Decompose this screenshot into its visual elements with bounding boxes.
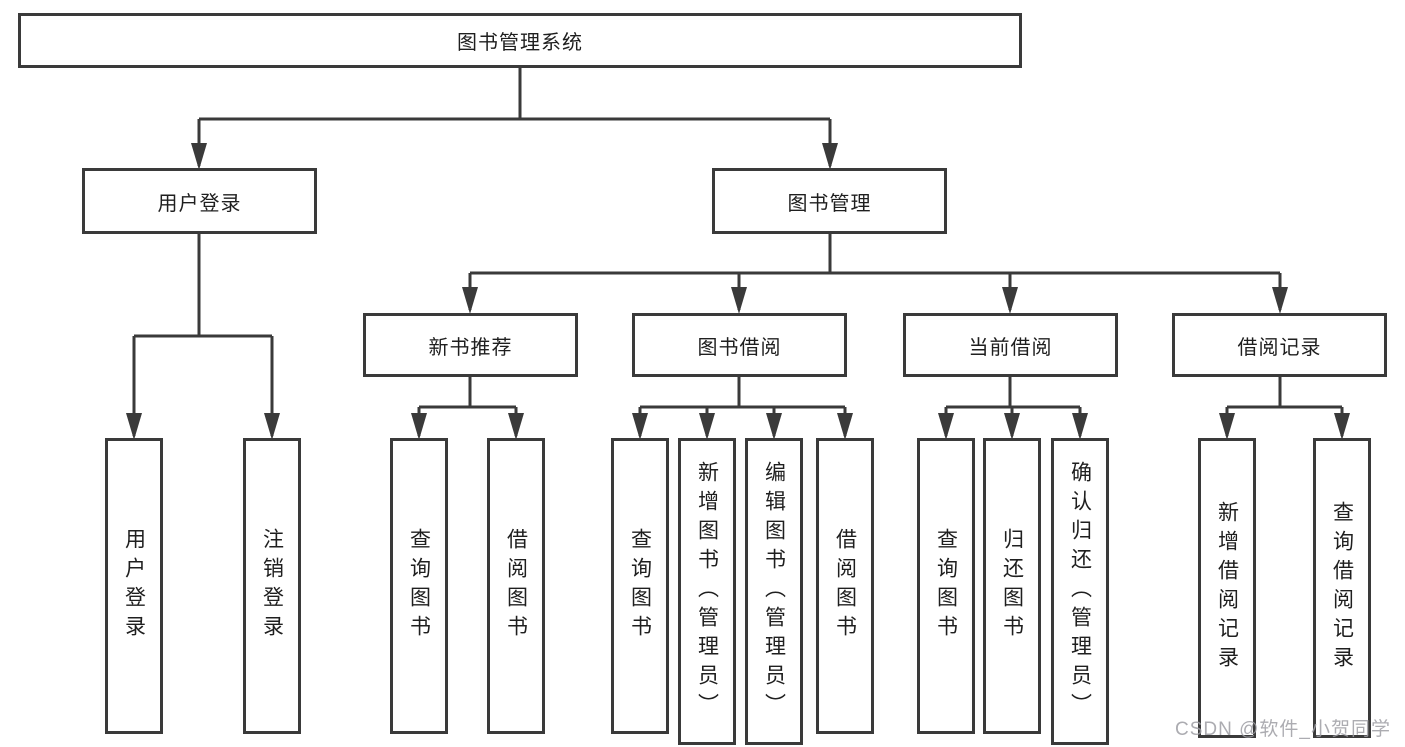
leaf-borrow-books-borrowing: 借阅图书 bbox=[816, 438, 874, 734]
leaf-borrow-books-recommend-label: 借阅图书 bbox=[504, 528, 528, 644]
leaf-return-book: 归还图书 bbox=[983, 438, 1041, 734]
node-current-borrowing-label: 当前借阅 bbox=[968, 336, 1053, 359]
node-new-book-recommend-label: 新书推荐 bbox=[428, 336, 513, 359]
node-root-library-system: 图书管理系统 bbox=[18, 13, 1022, 68]
leaf-query-borrow-record: 查询借阅记录 bbox=[1313, 438, 1371, 738]
leaf-edit-book-admin: 编辑图书（管理员） bbox=[745, 438, 803, 745]
leaf-add-borrow-record-label: 新增借阅记录 bbox=[1215, 501, 1239, 675]
node-book-management-label: 图书管理 bbox=[787, 192, 872, 215]
leaf-add-book-admin: 新增图书（管理员） bbox=[678, 438, 736, 745]
leaf-query-books-current: 查询图书 bbox=[917, 438, 975, 734]
leaf-add-book-admin-label: 新增图书（管理员） bbox=[695, 461, 719, 722]
leaf-confirm-return-admin-label: 确认归还（管理员） bbox=[1068, 461, 1092, 722]
leaf-logout-label: 注销登录 bbox=[260, 528, 284, 644]
node-book-borrowing-label: 图书借阅 bbox=[697, 336, 782, 359]
leaf-edit-book-admin-label: 编辑图书（管理员） bbox=[762, 461, 786, 722]
node-user-login: 用户登录 bbox=[82, 168, 317, 234]
leaf-borrow-books-recommend: 借阅图书 bbox=[487, 438, 545, 734]
leaf-user-login-label: 用户登录 bbox=[122, 528, 146, 644]
leaf-query-borrow-record-label: 查询借阅记录 bbox=[1330, 501, 1354, 675]
leaf-query-books-current-label: 查询图书 bbox=[934, 528, 958, 644]
leaf-query-books-recommend-label: 查询图书 bbox=[407, 528, 431, 644]
node-root-label: 图书管理系统 bbox=[457, 32, 583, 54]
leaf-query-books-borrowing-label: 查询图书 bbox=[628, 528, 652, 644]
leaf-borrow-books-borrowing-label: 借阅图书 bbox=[833, 528, 857, 644]
node-borrowing-records-label: 借阅记录 bbox=[1237, 336, 1322, 359]
node-borrowing-records: 借阅记录 bbox=[1172, 313, 1387, 377]
leaf-user-login: 用户登录 bbox=[105, 438, 163, 734]
node-current-borrowing: 当前借阅 bbox=[903, 313, 1118, 377]
node-book-borrowing: 图书借阅 bbox=[632, 313, 847, 377]
leaf-confirm-return-admin: 确认归还（管理员） bbox=[1051, 438, 1109, 745]
csdn-watermark: CSDN @软件_小贺同学 bbox=[1175, 719, 1391, 740]
node-user-login-label: 用户登录 bbox=[157, 192, 242, 215]
leaf-query-books-recommend: 查询图书 bbox=[390, 438, 448, 734]
node-new-book-recommend: 新书推荐 bbox=[363, 313, 578, 377]
leaf-return-book-label: 归还图书 bbox=[1000, 528, 1024, 644]
leaf-logout: 注销登录 bbox=[243, 438, 301, 734]
leaf-add-borrow-record: 新增借阅记录 bbox=[1198, 438, 1256, 738]
node-book-management: 图书管理 bbox=[712, 168, 947, 234]
leaf-query-books-borrowing: 查询图书 bbox=[611, 438, 669, 734]
